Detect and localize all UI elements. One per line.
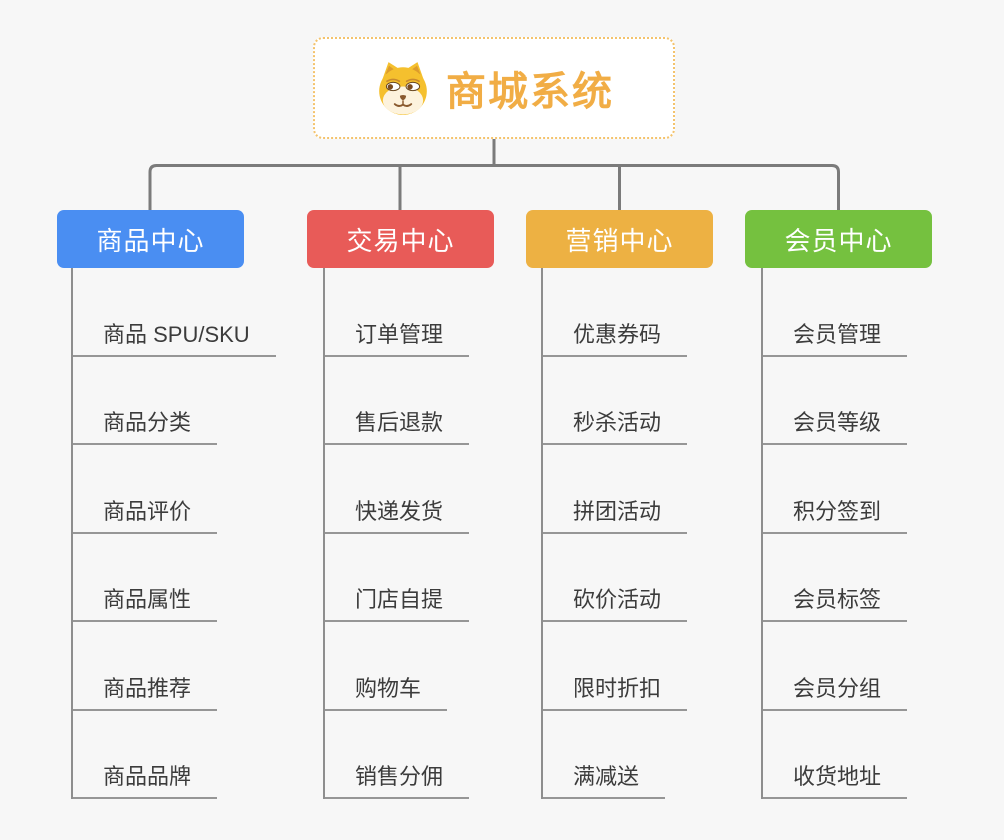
- leaf-node[interactable]: 收货地址: [763, 711, 908, 799]
- leaf-node[interactable]: 商品推荐: [73, 622, 218, 711]
- branch-node-marketing-center[interactable]: 营销中心: [526, 210, 713, 268]
- leaf-node[interactable]: 积分签到: [763, 445, 908, 534]
- leaf-node[interactable]: 订单管理: [325, 268, 470, 357]
- branch-children-member-center: 会员管理 会员等级 积分签到 会员标签 会员分组 收货地址: [761, 268, 908, 799]
- leaf-node[interactable]: 砍价活动: [543, 534, 688, 622]
- leaf-node[interactable]: 秒杀活动: [543, 357, 688, 445]
- root-title: 商城系统: [446, 70, 614, 114]
- leaf-node[interactable]: 会员管理: [763, 268, 908, 357]
- leaf-node[interactable]: 满减送: [543, 711, 666, 799]
- leaf-node[interactable]: 门店自提: [325, 534, 470, 622]
- leaf-node[interactable]: 优惠券码: [543, 268, 688, 357]
- leaf-node[interactable]: 快递发货: [325, 445, 470, 534]
- leaf-node[interactable]: 购物车: [325, 622, 448, 711]
- leaf-node[interactable]: 售后退款: [325, 357, 470, 445]
- branch-children-marketing-center: 优惠券码 秒杀活动 拼团活动 砍价活动 限时折扣 满减送: [541, 268, 688, 799]
- leaf-node[interactable]: 商品品牌: [73, 711, 218, 799]
- branch-children-trade-center: 订单管理 售后退款 快递发货 门店自提 购物车 销售分佣: [323, 268, 470, 799]
- branch-node-member-center[interactable]: 会员中心: [745, 210, 932, 268]
- leaf-node[interactable]: 拼团活动: [543, 445, 688, 534]
- root-node[interactable]: 商城系统: [313, 37, 675, 139]
- leaf-node[interactable]: 会员标签: [763, 534, 908, 622]
- leaf-node[interactable]: 销售分佣: [325, 711, 470, 799]
- leaf-node[interactable]: 商品分类: [73, 357, 218, 445]
- leaf-node[interactable]: 商品属性: [73, 534, 218, 622]
- dog-face-icon: [374, 60, 432, 116]
- leaf-node[interactable]: 商品 SPU/SKU: [73, 268, 276, 357]
- branch-children-product-center: 商品 SPU/SKU 商品分类 商品评价 商品属性 商品推荐 商品品牌: [71, 268, 276, 799]
- leaf-node[interactable]: 商品评价: [73, 445, 218, 534]
- branch-node-trade-center[interactable]: 交易中心: [307, 210, 494, 268]
- leaf-node[interactable]: 限时折扣: [543, 622, 688, 711]
- branch-node-product-center[interactable]: 商品中心: [57, 210, 244, 268]
- leaf-node[interactable]: 会员分组: [763, 622, 908, 711]
- leaf-node[interactable]: 会员等级: [763, 357, 908, 445]
